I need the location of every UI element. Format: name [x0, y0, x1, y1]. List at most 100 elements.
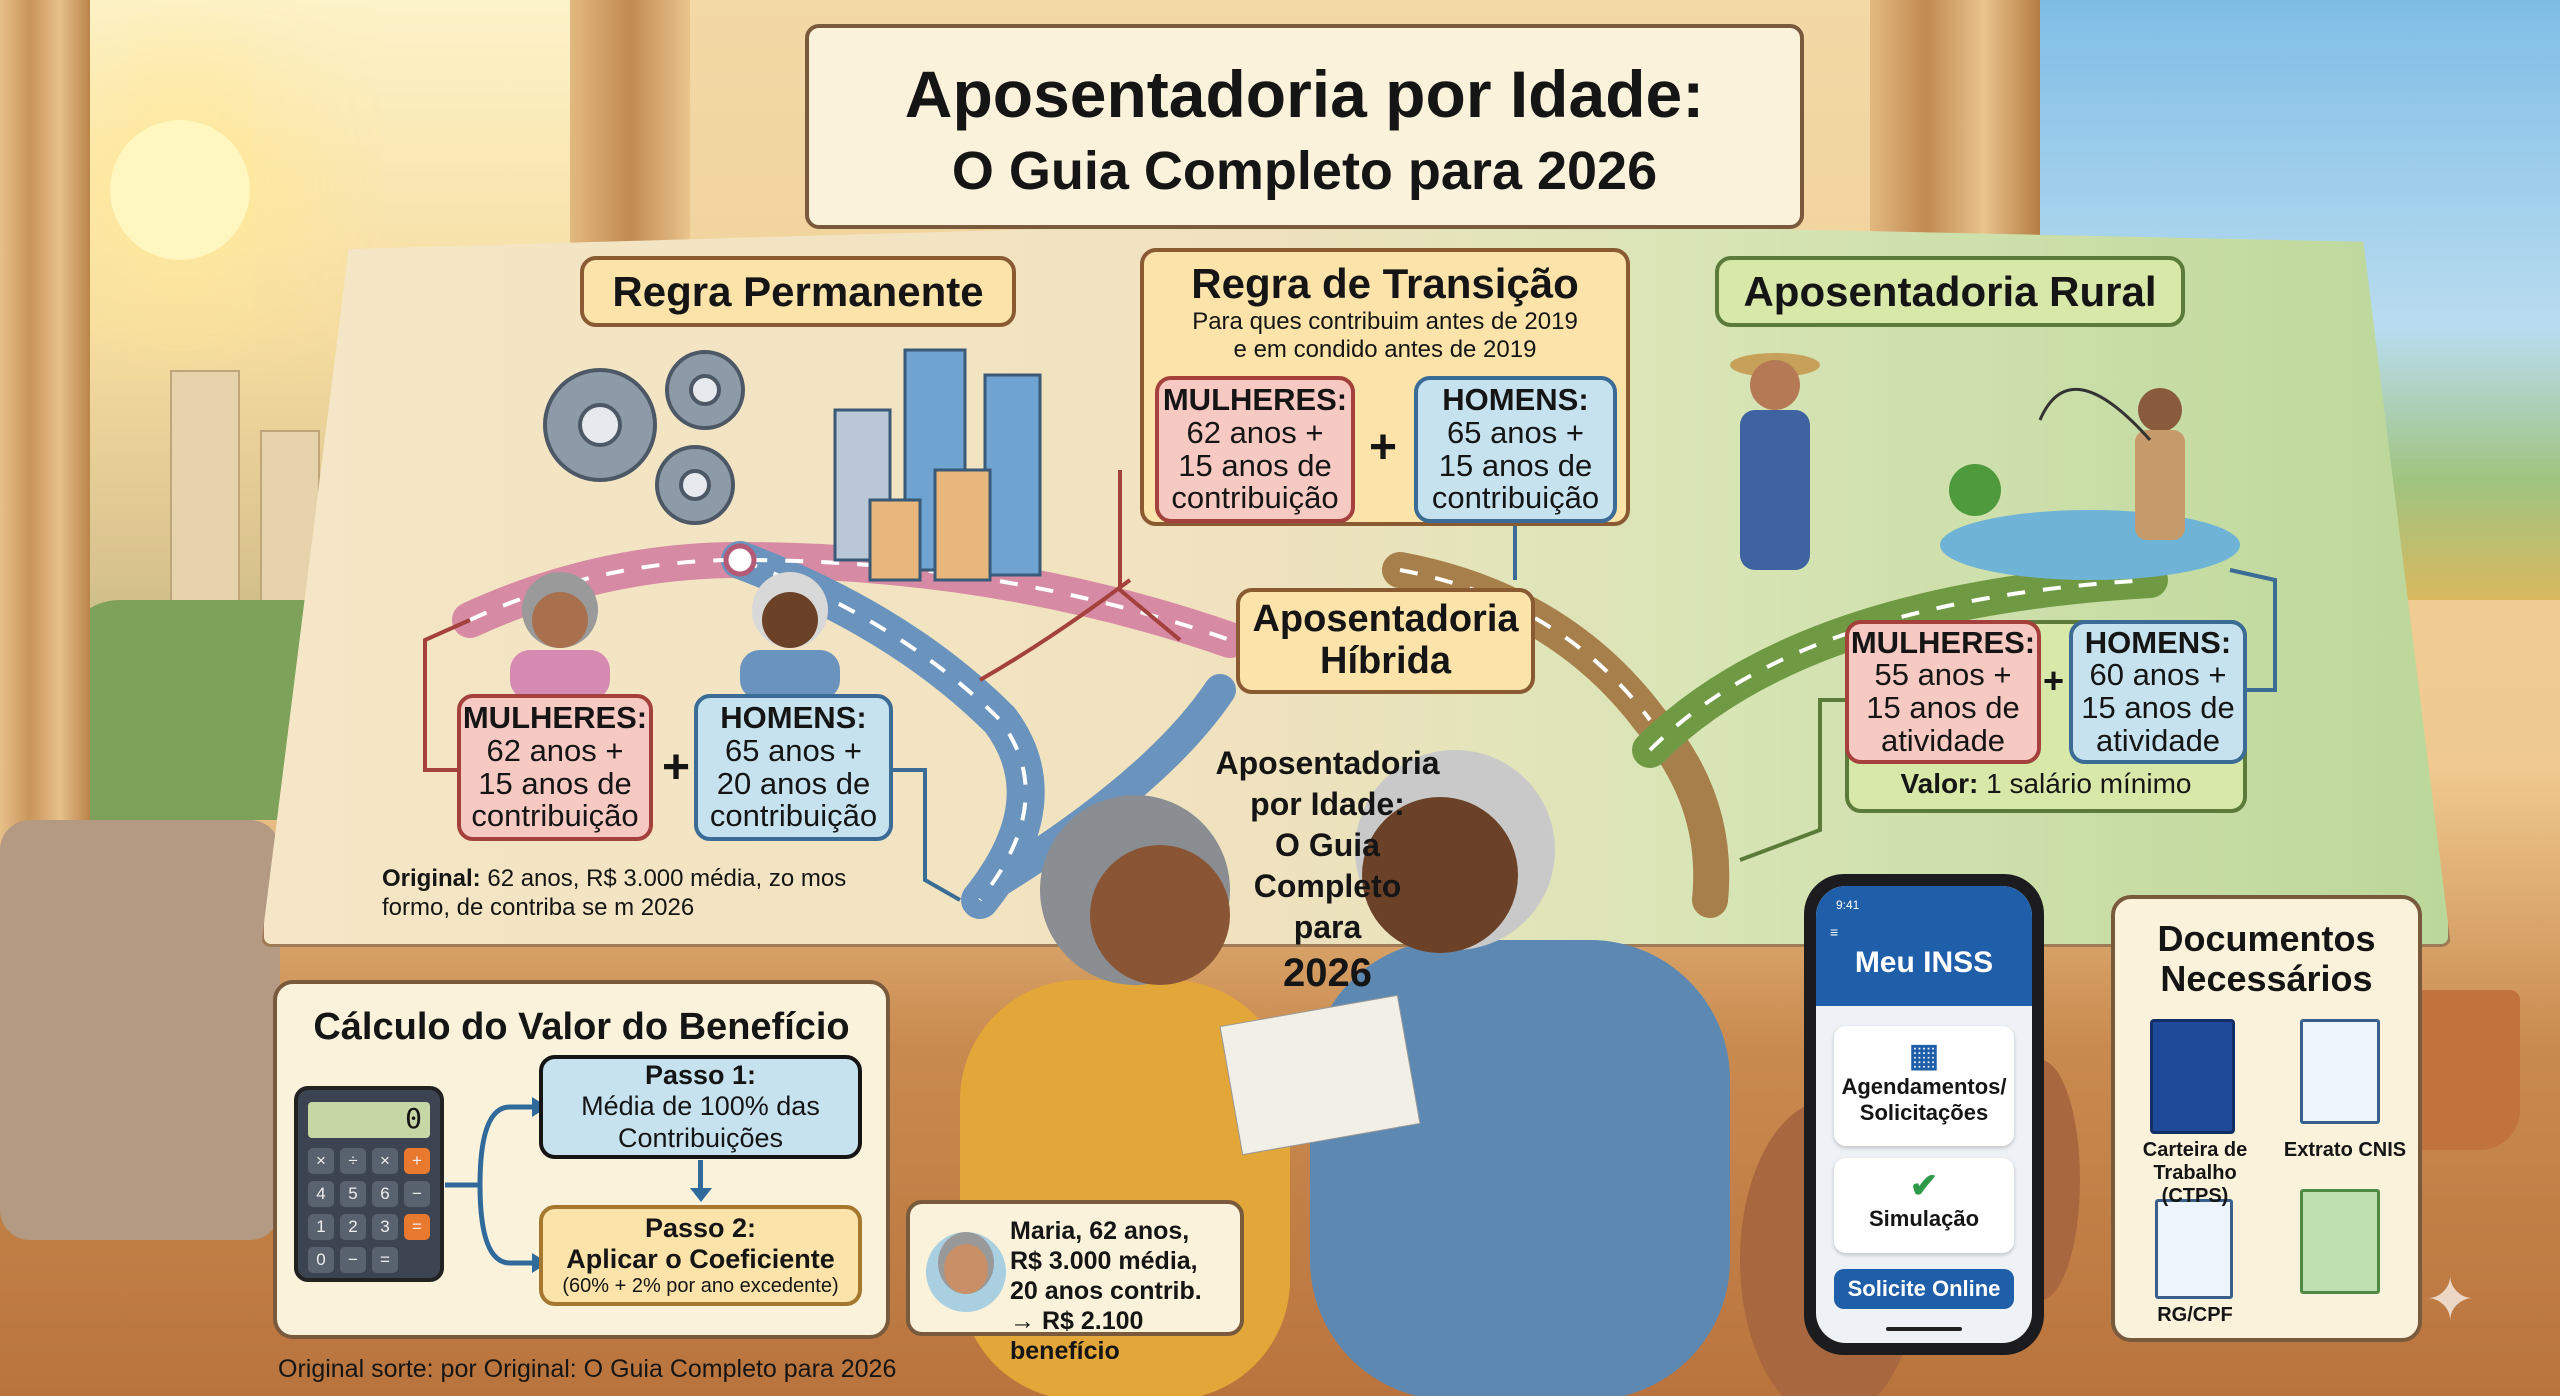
calculator-key: 3 — [372, 1214, 398, 1240]
page-subtitle: O Guia Completo para 2026 — [951, 141, 1658, 201]
card-line: 20 anos de — [716, 765, 871, 801]
calculator-key: − — [340, 1247, 366, 1273]
doc-label-line: Carteira de — [2142, 1139, 2248, 1161]
id-card-document-icon — [2300, 1189, 2380, 1294]
center-line: O Guia — [1275, 826, 1380, 863]
plus-sign: + — [2043, 660, 2065, 701]
gears-icon — [543, 350, 745, 525]
calculator-key: 5 — [340, 1181, 366, 1207]
down-arrow-icon — [698, 1160, 703, 1190]
card-line: 65 anos + — [724, 732, 863, 768]
cnis-label: Extrato CNIS — [2283, 1139, 2407, 1161]
doc-label-line: Trabalho (CTPS) — [2153, 1162, 2237, 1207]
connector-lines — [423, 470, 2277, 902]
ctps-label: Carteira de Trabalho (CTPS) — [2120, 1139, 2270, 1208]
note-line: 62 anos, R$ 3.000 média, zo mos — [487, 865, 847, 892]
card-line: atividade — [2095, 722, 2221, 758]
card-line: 15 anos de — [1866, 690, 2020, 725]
step-line: Contribuições — [617, 1122, 784, 1153]
exemplo-text: Maria, 62 anos, R$ 3.000 média, 20 anos … — [1010, 1216, 1240, 1366]
card-line: contribuição — [1431, 480, 1600, 516]
calculator-display: 0 — [308, 1102, 430, 1138]
card-line: 15 anos de — [1438, 447, 1593, 483]
status-time: 9:41 — [1836, 898, 1860, 912]
exemplo-bubble: Maria, 62 anos, R$ 3.000 média, 20 anos … — [906, 1200, 1244, 1365]
documentos-title: Documentos Necessários — [2115, 919, 2418, 998]
valor-label: Valor: — [1900, 768, 1979, 799]
regra-transicao-homens-card: HOMENS: 65 anos + 15 anos de contribuiçã… — [1414, 376, 1617, 523]
rural-mulheres-card: MULHERES: 55 anos + 15 anos de atividade — [1845, 620, 2041, 764]
step-line: (60% + 2% por ano excedente) — [562, 1275, 839, 1298]
step-line: Aplicar o Coeficiente — [566, 1244, 835, 1274]
road-dashes — [469, 557, 2151, 902]
armchair — [0, 820, 280, 1240]
regra-permanente-label: Regra Permanente — [580, 256, 1016, 327]
calculator-key: − — [404, 1181, 430, 1207]
center-line: Completo — [1253, 867, 1402, 904]
step-line: Média de 100% das — [581, 1091, 820, 1122]
card-line: 55 anos + — [1874, 657, 2012, 693]
maria-avatar — [926, 1232, 1006, 1312]
exemplo-line: 20 anos contrib. — [1010, 1277, 1202, 1305]
documentos-panel: Documentos Necessários Carteira de Traba… — [2111, 895, 2422, 1342]
man-avatar — [740, 572, 840, 700]
card-line: contribuição — [1171, 480, 1339, 516]
exemplo-line: R$ 3.000 média, — [1010, 1247, 1198, 1275]
calculator-key: 6 — [372, 1181, 398, 1207]
calculator-key: 1 — [308, 1214, 334, 1240]
calculator-key: + — [404, 1148, 430, 1174]
button-label: Solicitações — [1859, 1100, 1989, 1125]
button-label: Simulação — [1868, 1206, 1980, 1231]
cnis-document-icon — [2300, 1019, 2380, 1124]
title-banner: Aposentadoria por Idade: O Guia Completo… — [805, 24, 1804, 229]
label-line: Híbrida — [1320, 640, 1451, 682]
fisherman-illustration — [1940, 387, 2240, 580]
map-pin-icon — [1949, 464, 2001, 516]
title-line: Necessários — [2160, 957, 2373, 999]
step-heading: Passo 1: — [644, 1060, 757, 1091]
agendamentos-button[interactable]: ▦ Agendamentos/ Solicitações — [1834, 1026, 2014, 1146]
card-line: 62 anos + — [486, 732, 624, 768]
card-heading: MULHERES: — [462, 700, 648, 736]
card-line: 60 anos + — [2089, 657, 2227, 693]
ctps-icon — [2150, 1019, 2235, 1134]
solicite-online-button[interactable]: Solicite Online — [1834, 1269, 2014, 1309]
calendar-icon: ▦ — [1908, 1037, 1940, 1073]
plus-sign: + — [1369, 421, 1398, 474]
rg-cpf-document-icon — [2155, 1199, 2233, 1299]
note-line: formo, de contriba se m 2026 — [382, 893, 695, 921]
subtitle-line: Para ques contribuim antes de 2019 — [1192, 308, 1578, 335]
rg-cpf-label: RG/CPF — [2157, 1304, 2233, 1326]
card-line: 15 anos de — [2081, 690, 2235, 725]
calculator-key: 0 — [308, 1247, 334, 1273]
center-line: por Idade: — [1250, 785, 1405, 822]
footer-caption: Original sorte: por Original: O Guia Com… — [278, 1355, 897, 1383]
button-label: Agendamentos/ — [1841, 1074, 2007, 1099]
rural-homens-card: HOMENS: 60 anos + 15 anos de atividade — [2069, 620, 2247, 764]
subtitle-line: e em condido antes de 2019 — [1233, 335, 1537, 363]
city-buildings-icon — [833, 348, 1042, 582]
regra-transicao-label: Regra de Transição — [1191, 260, 1579, 307]
blue-road-branch — [984, 674, 1236, 896]
aposentadoria-rural-label: Aposentadoria Rural — [1715, 256, 2185, 327]
simulacao-button[interactable]: ✔ Simulação — [1834, 1158, 2014, 1253]
curtain-middle — [570, 0, 690, 250]
regra-permanente-mulheres-card: MULHERES: 62 anos + 15 anos de contribui… — [457, 694, 653, 841]
title-line: Documentos — [2157, 918, 2376, 959]
calculator-key: 4 — [308, 1181, 334, 1207]
regra-transicao-mulheres-card: MULHERES: 62 anos + 15 anos de contribui… — [1155, 376, 1355, 523]
calculator-key: 2 — [340, 1214, 366, 1240]
exemplo-line: Maria, 62 anos, — [1010, 1217, 1190, 1245]
menu-icon[interactable]: ≡ — [1830, 924, 1839, 940]
calculator-key: × — [372, 1148, 398, 1174]
calculo-title: Cálculo do Valor do Benefício — [313, 1006, 850, 1048]
aposentadoria-hibrida-label: Aposentadoria Híbrida — [1236, 588, 1535, 694]
note-label: Original: — [382, 865, 481, 892]
app-title: Meu INSS — [1854, 946, 1994, 979]
card-line: 15 anos de — [1178, 447, 1332, 483]
phone-screen: 9:41 ≡ Meu INSS ▦ Agendamentos/ Solicita… — [1816, 886, 2032, 1343]
center-guide-text: Aposentadoria por Idade: O Guia Completo… — [1200, 743, 1455, 999]
card-line: 15 anos de — [478, 765, 632, 801]
step-heading: Passo 2: — [644, 1212, 757, 1243]
